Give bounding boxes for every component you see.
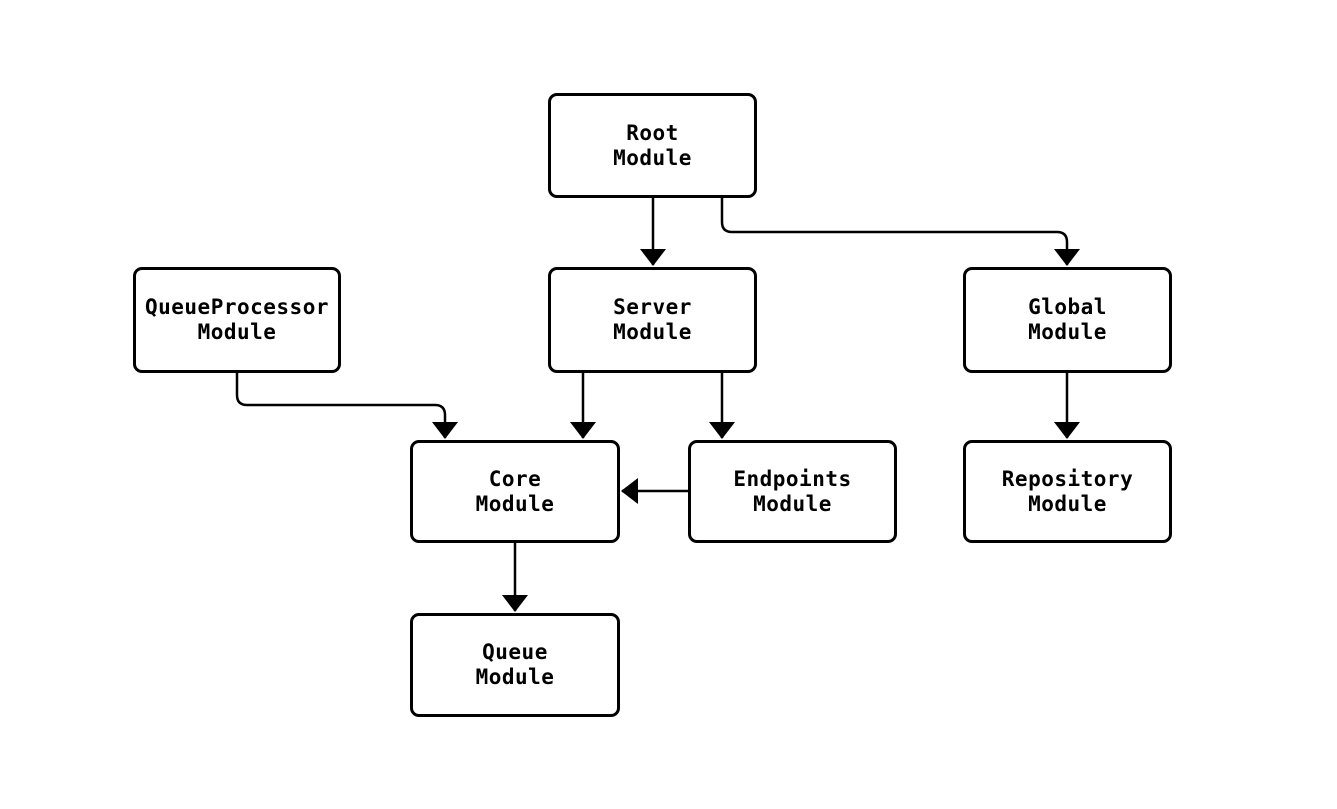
node-server-module-label: Server Module xyxy=(613,295,692,344)
node-queue-module-label: Queue Module xyxy=(475,640,555,689)
node-queue-module: Queue Module xyxy=(410,613,620,717)
node-queueprocessor-module: QueueProcessor Module xyxy=(133,267,341,373)
edge-root-to-global xyxy=(720,198,1080,266)
node-core-module: Core Module xyxy=(410,440,620,543)
node-repository-module-label: Repository Module xyxy=(1001,466,1134,516)
node-root-module: Root Module xyxy=(548,93,757,198)
node-core-module-label: Core Module xyxy=(475,466,555,516)
edge-queueprocessor-to-core xyxy=(235,373,458,439)
node-server-module: Server Module xyxy=(548,267,757,373)
node-endpoints-module: Endpoints Module xyxy=(688,440,897,543)
node-queueprocessor-module-label: QueueProcessor Module xyxy=(144,295,329,344)
node-global-module: Global Module xyxy=(963,267,1172,373)
node-endpoints-module-label: Endpoints Module xyxy=(733,466,852,516)
node-global-module-label: Global Module xyxy=(1028,295,1107,344)
node-repository-module: Repository Module xyxy=(963,440,1172,543)
node-root-module-label: Root Module xyxy=(613,120,692,170)
